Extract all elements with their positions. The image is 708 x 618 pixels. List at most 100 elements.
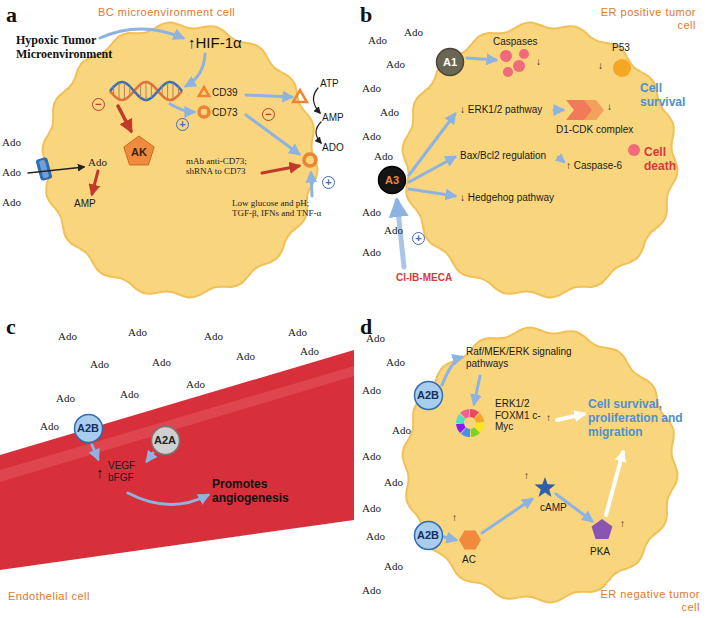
dna-strand [110, 82, 182, 100]
text-label: ↑HIF-1α [188, 34, 242, 51]
arrow [442, 357, 462, 385]
text-label: ↓ [536, 56, 541, 68]
text-label: ↑ [546, 412, 551, 424]
text-label: Raf/MEK/ERK signaling pathways [466, 346, 576, 369]
enzyme-shape [124, 136, 154, 165]
molecule-label: Ado [300, 345, 319, 358]
text-label: Bax/Bcl2 regulation [460, 150, 546, 162]
molecule-label: Ado [2, 136, 21, 149]
cell-body [403, 328, 678, 603]
dna-rung [167, 82, 168, 99]
dna-rung [146, 82, 147, 100]
node-label: A2B [417, 529, 439, 541]
text-label: Caspases [493, 36, 537, 48]
arrow [92, 171, 98, 194]
caspase-symbol [513, 60, 525, 72]
dna-rung [113, 87, 114, 95]
target-wheel [460, 409, 469, 419]
arrow [482, 499, 532, 533]
arrow [558, 157, 564, 162]
target-wheel [474, 413, 484, 422]
text-label: AC [462, 554, 476, 566]
arrow [606, 452, 623, 515]
receptor-shape [437, 49, 464, 76]
sign-mark: − [92, 98, 105, 111]
receptor-circle: A1 [435, 47, 465, 77]
node-label: AK [131, 142, 147, 158]
dna-rung [119, 83, 120, 100]
text-label: D1-CDK complex [556, 124, 633, 136]
molecule-label: Ado [128, 326, 147, 339]
text-label: Endothelial cell [8, 590, 90, 603]
text-label: ER positive tumor cell [596, 6, 696, 31]
node-label: A3 [385, 174, 399, 186]
cell-body [43, 23, 318, 298]
receptor-shape [151, 426, 179, 454]
sign-mark: + [412, 232, 425, 245]
receptor-circle: A2B [413, 520, 444, 551]
text-label: Hypoxic Tumor Microenvironment [16, 34, 128, 62]
sign-mark: + [322, 176, 335, 189]
ac-symbol [459, 530, 481, 549]
transporter [39, 160, 49, 179]
molecule-label: Ado [152, 356, 171, 369]
molecule-label: Ado [88, 156, 107, 169]
molecule-label: Ado [362, 450, 381, 463]
arrow [467, 58, 496, 60]
arrow [409, 189, 455, 196]
sign-mark: + [176, 118, 189, 131]
text-label: ATP [320, 78, 339, 90]
text-label: ↑ [620, 518, 625, 530]
molecule-label: Ado [362, 584, 381, 597]
arrow [92, 445, 98, 459]
receptor-shape [379, 167, 406, 194]
molecule-label: Ado [374, 150, 393, 163]
node-label: A2B [77, 422, 99, 434]
molecule-label: Ado [236, 350, 255, 363]
arrow [186, 54, 205, 86]
molecule-label: Ado [90, 358, 109, 371]
dna-rung [178, 87, 179, 95]
text-label: VEGF bFGF [108, 460, 148, 483]
molecule-label: Ado [362, 82, 381, 95]
cd73-symbol [304, 154, 316, 166]
target-wheel [456, 423, 466, 432]
molecule-label: Ado [204, 330, 223, 343]
arrow [118, 106, 131, 131]
dna-rung [135, 90, 136, 93]
cd39-symbol [199, 87, 209, 96]
dna-rung [162, 86, 163, 95]
arrow [311, 173, 312, 196]
text-label: Promotes angiogenesis [212, 478, 312, 506]
text-label: ↓ [598, 60, 603, 72]
text-label: Cl-IB-MECA [396, 272, 452, 284]
dna-rung [173, 83, 174, 100]
molecule-label: Ado [362, 130, 381, 143]
dna-rung [124, 82, 125, 99]
molecule-label: Ado [2, 166, 21, 179]
arrow [246, 115, 299, 154]
molecule-label: Ado [380, 106, 399, 119]
caspase-symbol [628, 144, 640, 156]
text-label: ↑ [96, 464, 104, 481]
molecule-label: Ado [186, 378, 205, 391]
molecule-label: Ado [384, 224, 403, 237]
cd73-symbol [199, 107, 209, 117]
text-label: mAb anti-CD73; shRNA to CD73 [186, 156, 266, 177]
sign-mark: − [262, 108, 275, 121]
text-label: CD39 [212, 87, 238, 99]
text-label: P53 [612, 42, 630, 54]
cd39-symbol [293, 90, 307, 102]
arrow [147, 453, 153, 461]
arrow [246, 95, 292, 97]
arrow [262, 166, 299, 173]
molecule-label: Ado [366, 332, 385, 345]
molecule-label: Ado [58, 330, 77, 343]
molecule-label: Ado [404, 26, 423, 39]
target-wheel [470, 427, 479, 437]
arrow [409, 157, 455, 182]
molecule-label: Ado [56, 392, 75, 405]
cdk-complex [584, 100, 604, 120]
molecule-label: Ado [40, 420, 59, 433]
